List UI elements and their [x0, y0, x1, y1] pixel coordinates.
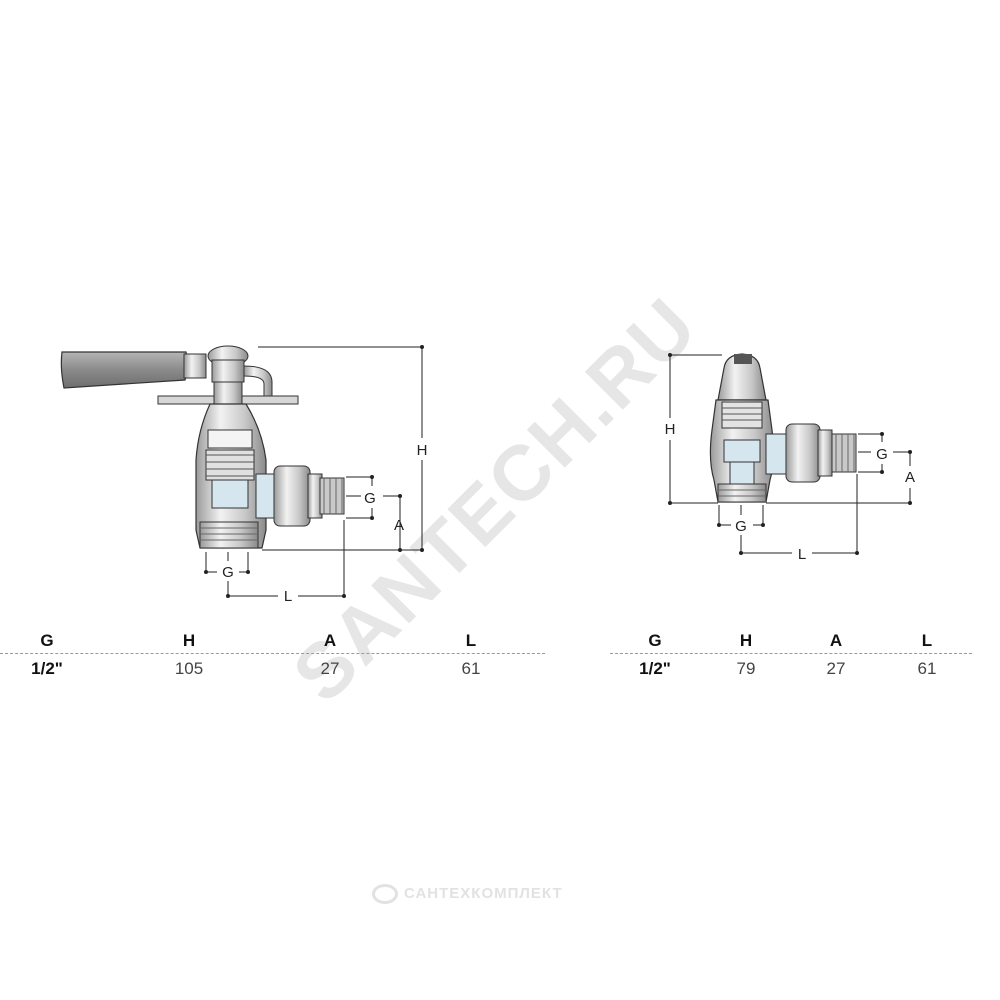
label-l-right: L: [798, 546, 806, 563]
bottom-thread: [199, 521, 259, 549]
label-h-left: H: [417, 442, 428, 459]
table-header-l: L: [465, 631, 477, 650]
table-value-g: 1/2": [639, 659, 671, 678]
table-value-g: 1/2": [31, 659, 63, 678]
spec-table-right: G H A L 1/2" 79 27 61: [610, 631, 972, 691]
dimension-labels-right: H G A G L: [660, 418, 920, 563]
outlet-pipe: [255, 473, 277, 519]
watermark-logo-icon: [372, 884, 398, 904]
valve-right: [709, 353, 857, 503]
label-l-left: L: [284, 588, 292, 605]
union-nut: [273, 465, 311, 527]
table-divider: [0, 653, 545, 654]
bottom-thread-right: [717, 483, 767, 503]
label-g-side-left: G: [364, 490, 376, 507]
handle-collar: [183, 353, 207, 379]
table-value-h: 79: [736, 659, 756, 678]
label-g-bottom-right: G: [735, 518, 747, 535]
dimension-labels-left: H G A G L: [217, 438, 431, 605]
table-header-g: G: [648, 631, 662, 650]
table-header-a: A: [323, 631, 337, 650]
table-value-l: 61: [917, 659, 937, 678]
table-divider: [610, 653, 972, 654]
label-a-left: A: [394, 517, 404, 534]
label-a-right: A: [905, 469, 915, 486]
table-value-h: 105: [174, 659, 204, 678]
watermark-footer: САНТЕХКОМПЛЕКТ: [372, 884, 563, 904]
label-g-side-right: G: [876, 446, 888, 463]
handle-hook: [243, 365, 273, 399]
table-header-h: H: [182, 631, 196, 650]
table-header-g: G: [40, 631, 54, 650]
table-value-a: 27: [320, 659, 340, 678]
table-value-l: 61: [461, 659, 481, 678]
label-h-right: H: [665, 421, 676, 438]
label-g-bottom-left: G: [222, 564, 234, 581]
watermark-footer-text: САНТЕХКОМПЛЕКТ: [404, 884, 563, 902]
table-value-a: 27: [826, 659, 846, 678]
handle-lever: [60, 351, 189, 389]
table-header-l: L: [921, 631, 933, 650]
valve-left: [60, 345, 345, 549]
table-header-a: A: [829, 631, 843, 650]
spec-table-left: G H A L 1/2" 105 27 61: [0, 631, 545, 691]
table-header-h: H: [739, 631, 753, 650]
union-nut-right: [785, 423, 821, 483]
